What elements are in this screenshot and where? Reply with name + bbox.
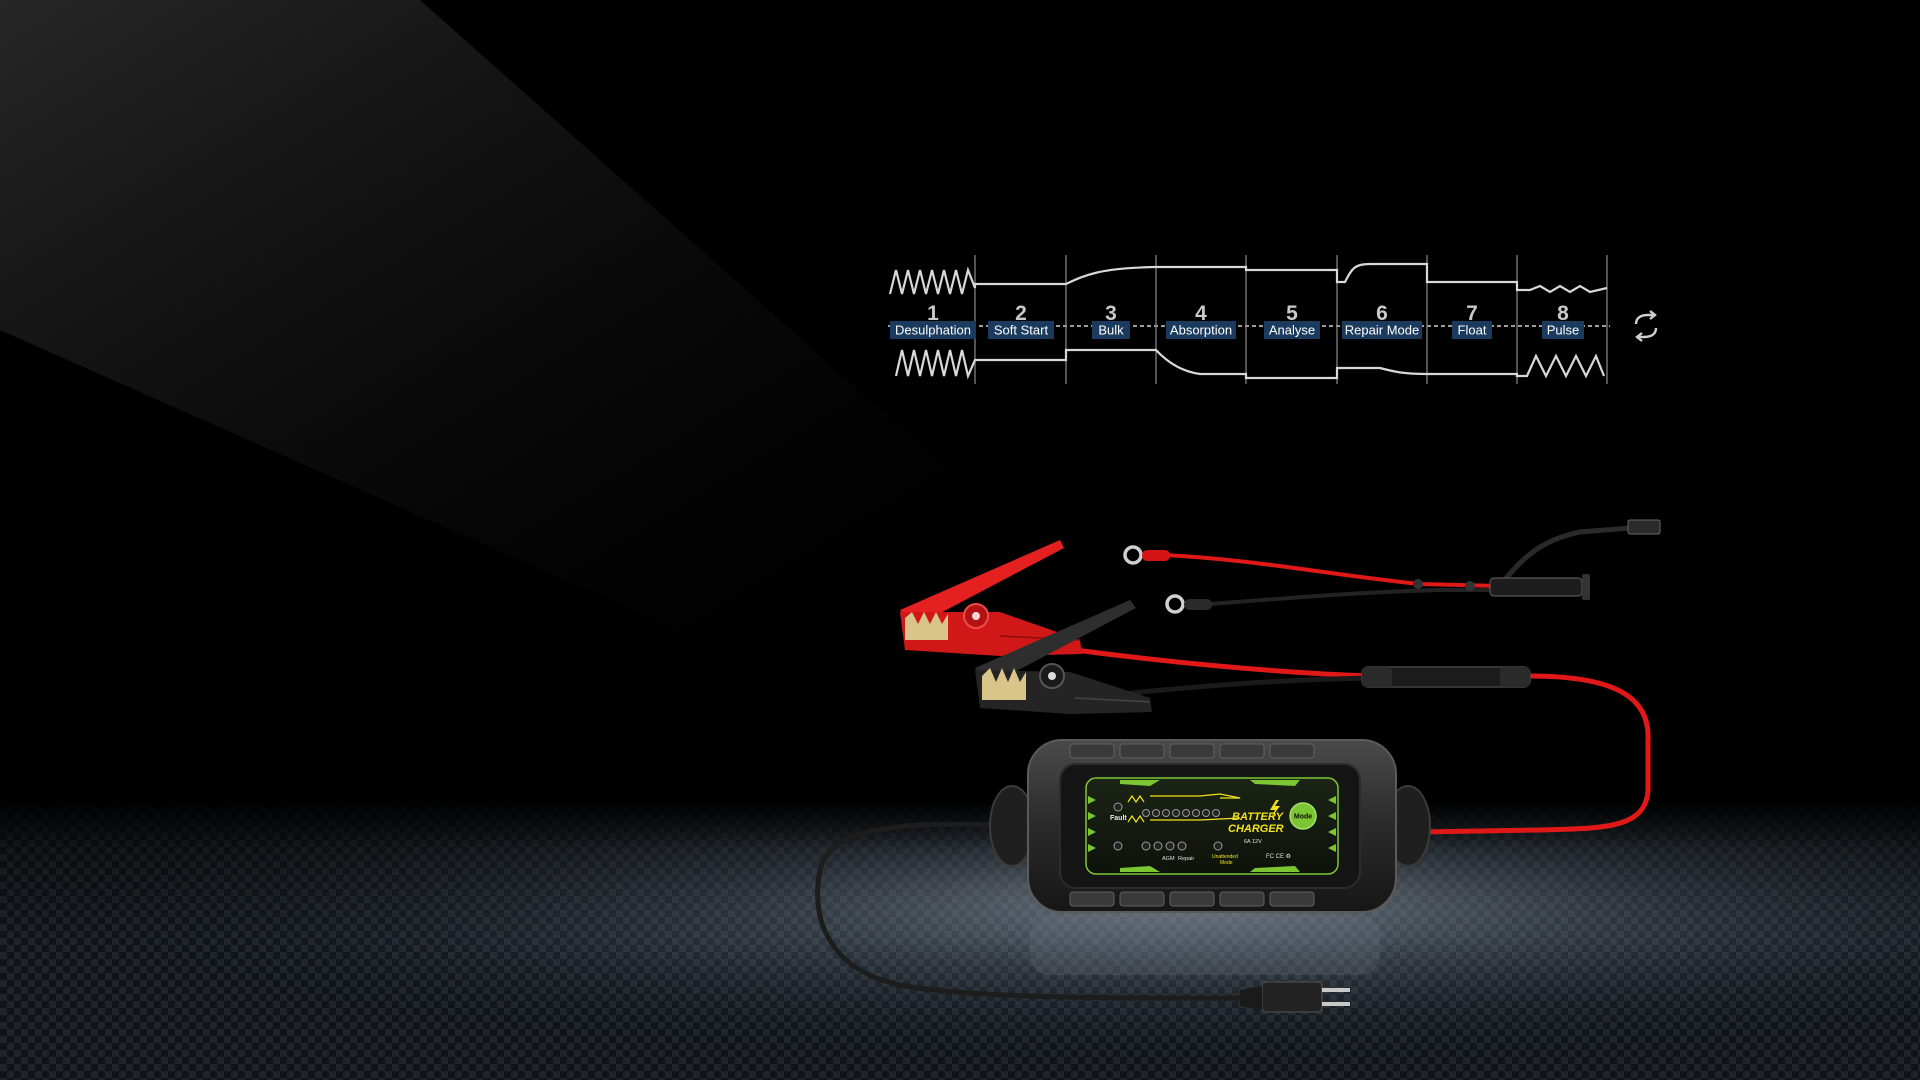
repair-label: Repair: [1178, 856, 1194, 862]
stage-label-bg: [988, 321, 1054, 339]
fault-label: Fault: [1110, 815, 1127, 822]
cable-junction: [1361, 666, 1531, 688]
ac-power-cable: [815, 821, 1273, 1001]
battery-charger: Fault AGM Repair Unattended Mode BATTERY…: [989, 739, 1431, 975]
agm-label: AGM: [1162, 856, 1175, 862]
stage-label: Bulk: [1098, 323, 1124, 338]
stage-label-bg: [1542, 321, 1584, 339]
carbon-floor: [0, 800, 1920, 1080]
stage-label-bg: [1166, 321, 1236, 339]
mode-button[interactable]: Mode: [1289, 802, 1317, 830]
lightning-icon: [1270, 800, 1280, 818]
brand-line-1: BATTERY: [1232, 811, 1285, 823]
stage-number: 5: [1286, 302, 1298, 325]
cert-marks: FC CE ♻: [1266, 853, 1291, 860]
stage-label: Float: [1458, 323, 1487, 338]
cables: [815, 525, 1651, 1001]
stage-label-bg: [890, 321, 976, 339]
stage-label-bg: [1264, 321, 1320, 339]
unattended-label: Unattended: [1212, 854, 1238, 860]
red-ring-terminal: [1123, 545, 1170, 565]
stage-number: 1: [927, 302, 939, 325]
stage-label: Desulphation: [895, 323, 971, 338]
ac-plug: [1240, 981, 1350, 1013]
light-beam: [0, 0, 1050, 640]
stage-number: 6: [1376, 302, 1388, 325]
stage-number: 4: [1195, 302, 1207, 325]
black-ring-terminal: [1165, 594, 1212, 614]
sae-connector: [1413, 574, 1590, 600]
black-ring-cable: [1208, 588, 1502, 606]
rating-label: 6A 12V: [1244, 839, 1262, 845]
stage-label: Absorption: [1170, 323, 1232, 338]
black-clamp: [975, 600, 1152, 714]
stage-label: Soft Start: [994, 323, 1049, 338]
stage-label-bg: [1452, 321, 1492, 339]
stage-label-bg: [1342, 321, 1422, 339]
mode-button-label: Mode: [1294, 814, 1312, 821]
loop-arrows-icon: [1634, 310, 1658, 342]
unattended-mode-label: Mode: [1220, 860, 1233, 866]
lower-waveform: [894, 348, 1606, 380]
red-ring-cable: [1163, 553, 1502, 588]
main-red-lead: [1057, 645, 1651, 835]
stage-number: 3: [1105, 302, 1117, 325]
stage-label: Repair Mode: [1345, 323, 1419, 338]
stage-number: 2: [1015, 302, 1027, 325]
stage-dividers: [974, 255, 1608, 384]
dc-plug: [1627, 519, 1661, 535]
stage-number: 7: [1466, 302, 1478, 325]
stage-number: 8: [1557, 302, 1569, 325]
stage-label-bg: [1092, 321, 1130, 339]
sae-lead: [1497, 525, 1633, 589]
upper-waveform: [888, 262, 1608, 295]
stage-label: Pulse: [1547, 323, 1580, 338]
stage-label: Analyse: [1269, 323, 1315, 338]
brand-line-2: CHARGER: [1228, 823, 1284, 835]
